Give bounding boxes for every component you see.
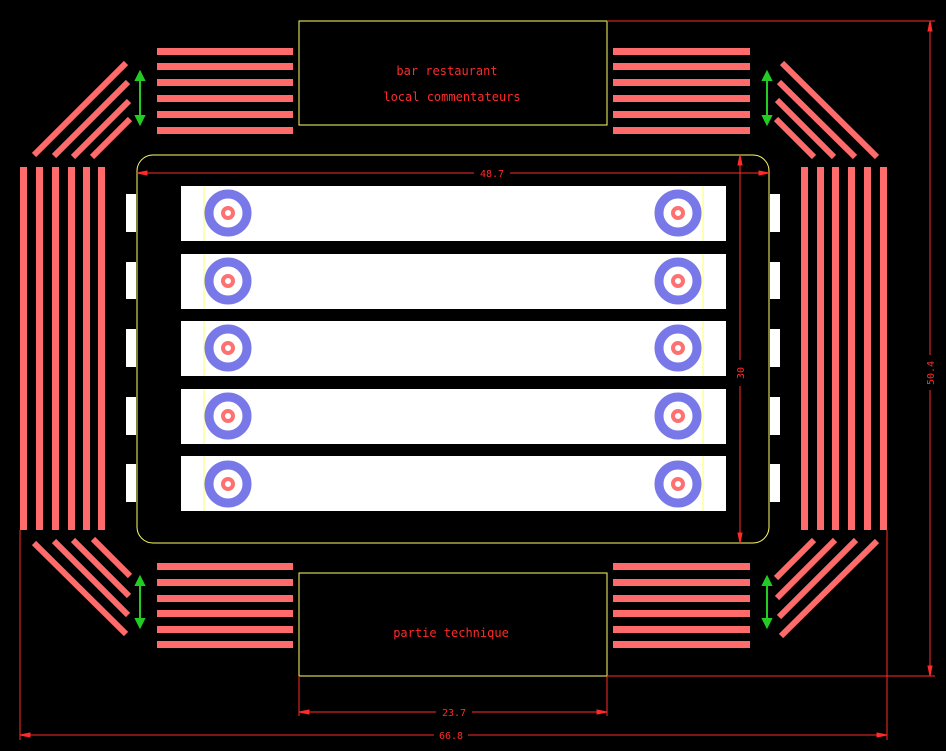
curling-sheet — [181, 254, 726, 309]
seating-corner-top-right — [773, 60, 880, 160]
room-label-bar: bar restaurant — [396, 64, 497, 78]
house-target-icon — [204, 189, 252, 237]
seating-right — [801, 167, 887, 530]
house-target-icon — [654, 460, 702, 508]
curling-sheet — [181, 321, 726, 376]
curling-sheet — [181, 186, 726, 241]
curling-sheet — [181, 456, 726, 511]
house-target-icon — [654, 257, 702, 305]
seating-corner-top-left — [31, 60, 133, 160]
dimension-total-height — [607, 20, 935, 677]
seating-corner-bottom-left — [31, 536, 133, 637]
ice-sheet — [181, 186, 726, 241]
house-target-icon — [654, 392, 702, 440]
dimension-label-rink-height: 30 — [736, 367, 747, 379]
house-target-icon — [204, 324, 252, 372]
room-label-commentators: local commentateurs — [383, 90, 520, 104]
ice-sheet — [181, 254, 726, 309]
seating-top-left — [157, 48, 293, 134]
dimension-label-total-width: 66.8 — [439, 731, 463, 742]
ice-sheet — [181, 321, 726, 376]
rink-outline — [136, 154, 770, 544]
house-target-icon — [204, 392, 252, 440]
dimension-room-width — [298, 676, 608, 716]
seating-corner-bottom-right — [773, 537, 880, 639]
house-target-icon — [654, 189, 702, 237]
dimension-rink-width — [136, 170, 770, 176]
curling-sheets — [181, 186, 726, 511]
curling-sheet — [181, 389, 726, 444]
ice-sheet — [181, 456, 726, 511]
house-target-icon — [204, 257, 252, 305]
room-label-technical: partie technique — [393, 626, 509, 640]
seating-bottom-right — [613, 563, 750, 648]
room-technical — [298, 572, 608, 677]
dimension-label-rink-width: 48.7 — [480, 169, 504, 180]
seating-bottom-left — [157, 563, 293, 648]
house-target-icon — [654, 324, 702, 372]
dimension-total-width — [19, 530, 888, 740]
dimension-label-total-height: 50.4 — [926, 361, 937, 385]
room-bar-restaurant — [298, 20, 608, 126]
seating-top-right — [613, 48, 750, 134]
house-target-icon — [204, 460, 252, 508]
access-arrows — [134, 69, 773, 630]
seating-left — [20, 167, 105, 530]
side-boxes-left — [126, 194, 136, 502]
ice-sheet — [181, 389, 726, 444]
dimension-label-room-width: 23.7 — [442, 708, 466, 719]
side-boxes-right — [770, 194, 780, 502]
dimension-rink-height — [737, 154, 743, 544]
